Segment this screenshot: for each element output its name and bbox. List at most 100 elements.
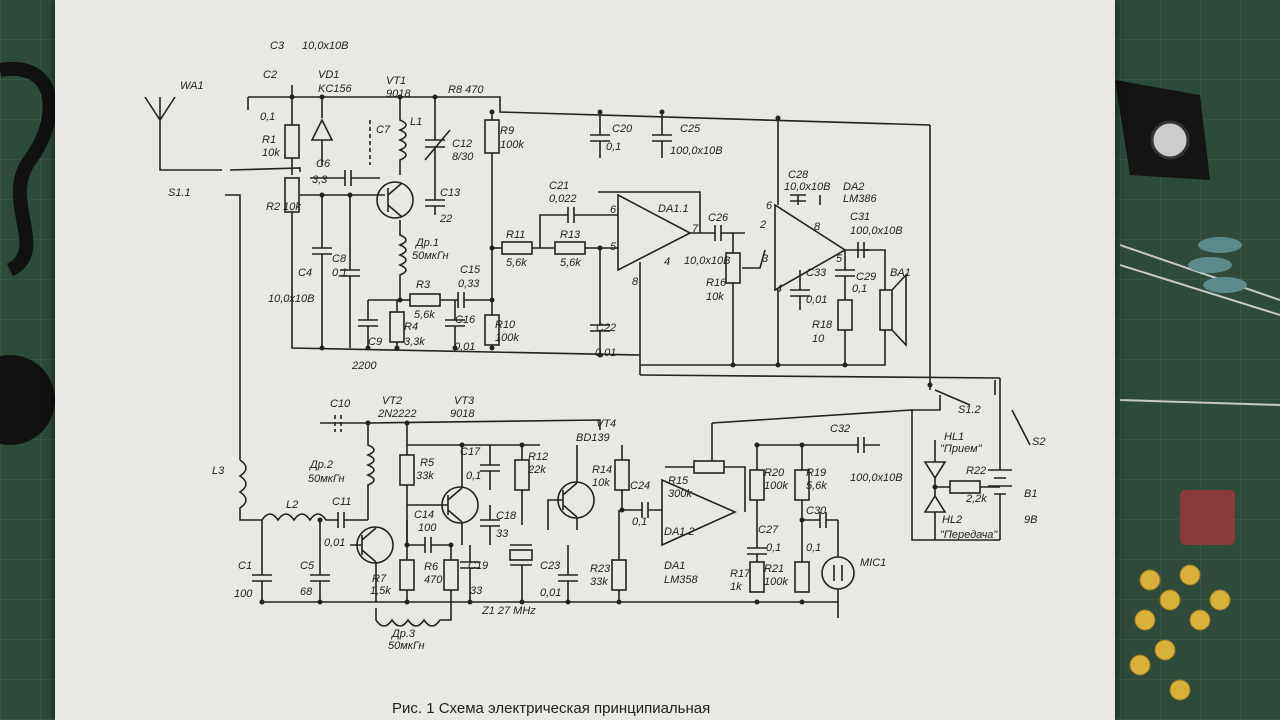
resistor-r1 <box>284 124 300 159</box>
transistor-vt1 <box>376 181 414 219</box>
label-r7: R7 <box>372 573 387 585</box>
label-da11: DA1.1 <box>658 203 689 215</box>
label-r15: R15 <box>668 475 689 487</box>
label-r21: R21 <box>764 563 784 575</box>
resistor-r22 <box>949 480 981 494</box>
label-c33v: 0,01 <box>806 294 827 306</box>
label-c1: C1 <box>238 560 252 572</box>
label-q3: 3 <box>762 253 769 265</box>
label-dr3: Др.3 <box>390 628 416 640</box>
label-c19v: 33 <box>470 585 483 597</box>
label-c3: C3 <box>270 40 285 52</box>
label-r17v: 1k <box>730 581 742 593</box>
label-da2: DA2 <box>843 181 864 193</box>
label-c22v: 0,01 <box>595 347 616 359</box>
label-c14: C14 <box>414 509 434 521</box>
label-c25v: 100,0x10B <box>670 145 723 157</box>
label-r10v: 100k <box>495 332 519 344</box>
resistor-r7 <box>399 559 415 591</box>
label-r22v: 2,2k <box>965 493 987 505</box>
label-c27v: 0,1 <box>766 542 781 554</box>
label-p8: 8 <box>632 276 639 288</box>
label-s11: S1.1 <box>168 187 191 199</box>
resistor-r10 <box>484 314 500 346</box>
label-c5v: 68 <box>300 586 313 598</box>
label-c29: C29 <box>856 271 876 283</box>
label-c16: C16 <box>455 314 476 326</box>
label-hl1v: "Прием" <box>940 443 983 455</box>
figure-caption: Рис. 1 Схема электрическая принципиальна… <box>392 700 710 717</box>
label-c25: C25 <box>680 123 701 135</box>
label-l1: L1 <box>410 116 422 128</box>
label-r7v: 1,5k <box>370 585 391 597</box>
label-r19: R19 <box>806 467 826 479</box>
label-c26: C26 <box>708 212 729 224</box>
label-c30v: 0,1 <box>806 542 821 554</box>
label-da1v: LM358 <box>664 574 699 586</box>
label-s2: S2 <box>1032 436 1045 448</box>
label-q4: 4 <box>776 283 782 295</box>
label-c32: C32 <box>830 423 850 435</box>
label-l3: L3 <box>212 465 225 477</box>
label-vt2: VT2 <box>382 395 402 407</box>
resistor-r5 <box>399 454 415 486</box>
label-wa1: WA1 <box>180 80 204 92</box>
label-c24v: 0,1 <box>632 516 647 528</box>
resistor-r15 <box>693 460 725 474</box>
label-c29v: 0,1 <box>852 283 867 295</box>
label-c18: C18 <box>496 510 517 522</box>
label-c31v: 100,0x10B <box>850 225 903 237</box>
label-r20v: 100k <box>764 480 788 492</box>
label-c30: C30 <box>806 505 827 517</box>
label-q5: 5 <box>836 253 843 265</box>
label-c12: C12 <box>452 138 472 150</box>
label-c15: C15 <box>460 264 481 276</box>
label-r13v: 5,6k <box>560 257 581 269</box>
resistor-r14 <box>614 459 630 491</box>
label-ba1: BA1 <box>890 267 911 279</box>
label-vd1v: KC156 <box>318 83 353 95</box>
opamp-da2 <box>774 203 847 292</box>
label-c3v: 10,0x10B <box>302 40 348 52</box>
label-c6v: 3,3 <box>312 174 328 186</box>
speaker-ba1 <box>879 289 893 331</box>
microphone-mic1 <box>821 556 855 590</box>
label-p7: 7 <box>692 223 699 235</box>
label-da1: DA1 <box>664 560 685 572</box>
label-s12: S1.2 <box>958 404 981 416</box>
label-r9: R9 <box>500 125 514 137</box>
label-r21v: 100k <box>764 576 788 588</box>
label-r18v: 10 <box>812 333 825 345</box>
label-dr1v: 50мкГн <box>412 250 449 262</box>
label-r6: R6 <box>424 561 439 573</box>
label-r5: R5 <box>420 457 435 469</box>
label-r10: R10 <box>495 319 516 331</box>
resistor-r18 <box>837 299 853 331</box>
resistor-r4 <box>389 311 405 343</box>
label-c21v: 0,022 <box>549 193 577 205</box>
label-r6v: 470 <box>424 574 443 586</box>
label-r5v: 33k <box>416 470 434 482</box>
opamp-da1-1 <box>617 193 692 272</box>
label-r12: R12 <box>528 451 548 463</box>
label-c16v: 0,01 <box>454 341 475 353</box>
label-c31: C31 <box>850 211 870 223</box>
label-c5: C5 <box>300 560 315 572</box>
resistor-r6 <box>443 559 459 591</box>
label-c19: C19 <box>468 560 488 572</box>
label-l2: L2 <box>286 499 298 511</box>
label-vt2v: 2N2222 <box>377 408 417 420</box>
label-c28: C28 <box>788 169 809 181</box>
label-c18v: 33 <box>496 528 509 540</box>
resistor-r21 <box>794 561 810 593</box>
label-r19v: 5,6k <box>806 480 827 492</box>
label-c14v: 100 <box>418 522 437 534</box>
label-c28v: 10,0x10B <box>784 181 830 193</box>
crystal-z1 <box>509 549 533 561</box>
resistor-r20 <box>749 469 765 501</box>
label-hl2: HL2 <box>942 514 962 526</box>
label-r3v: 5,6k <box>414 309 435 321</box>
label-r12v: 22k <box>527 464 546 476</box>
label-r14v: 10k <box>592 477 610 489</box>
